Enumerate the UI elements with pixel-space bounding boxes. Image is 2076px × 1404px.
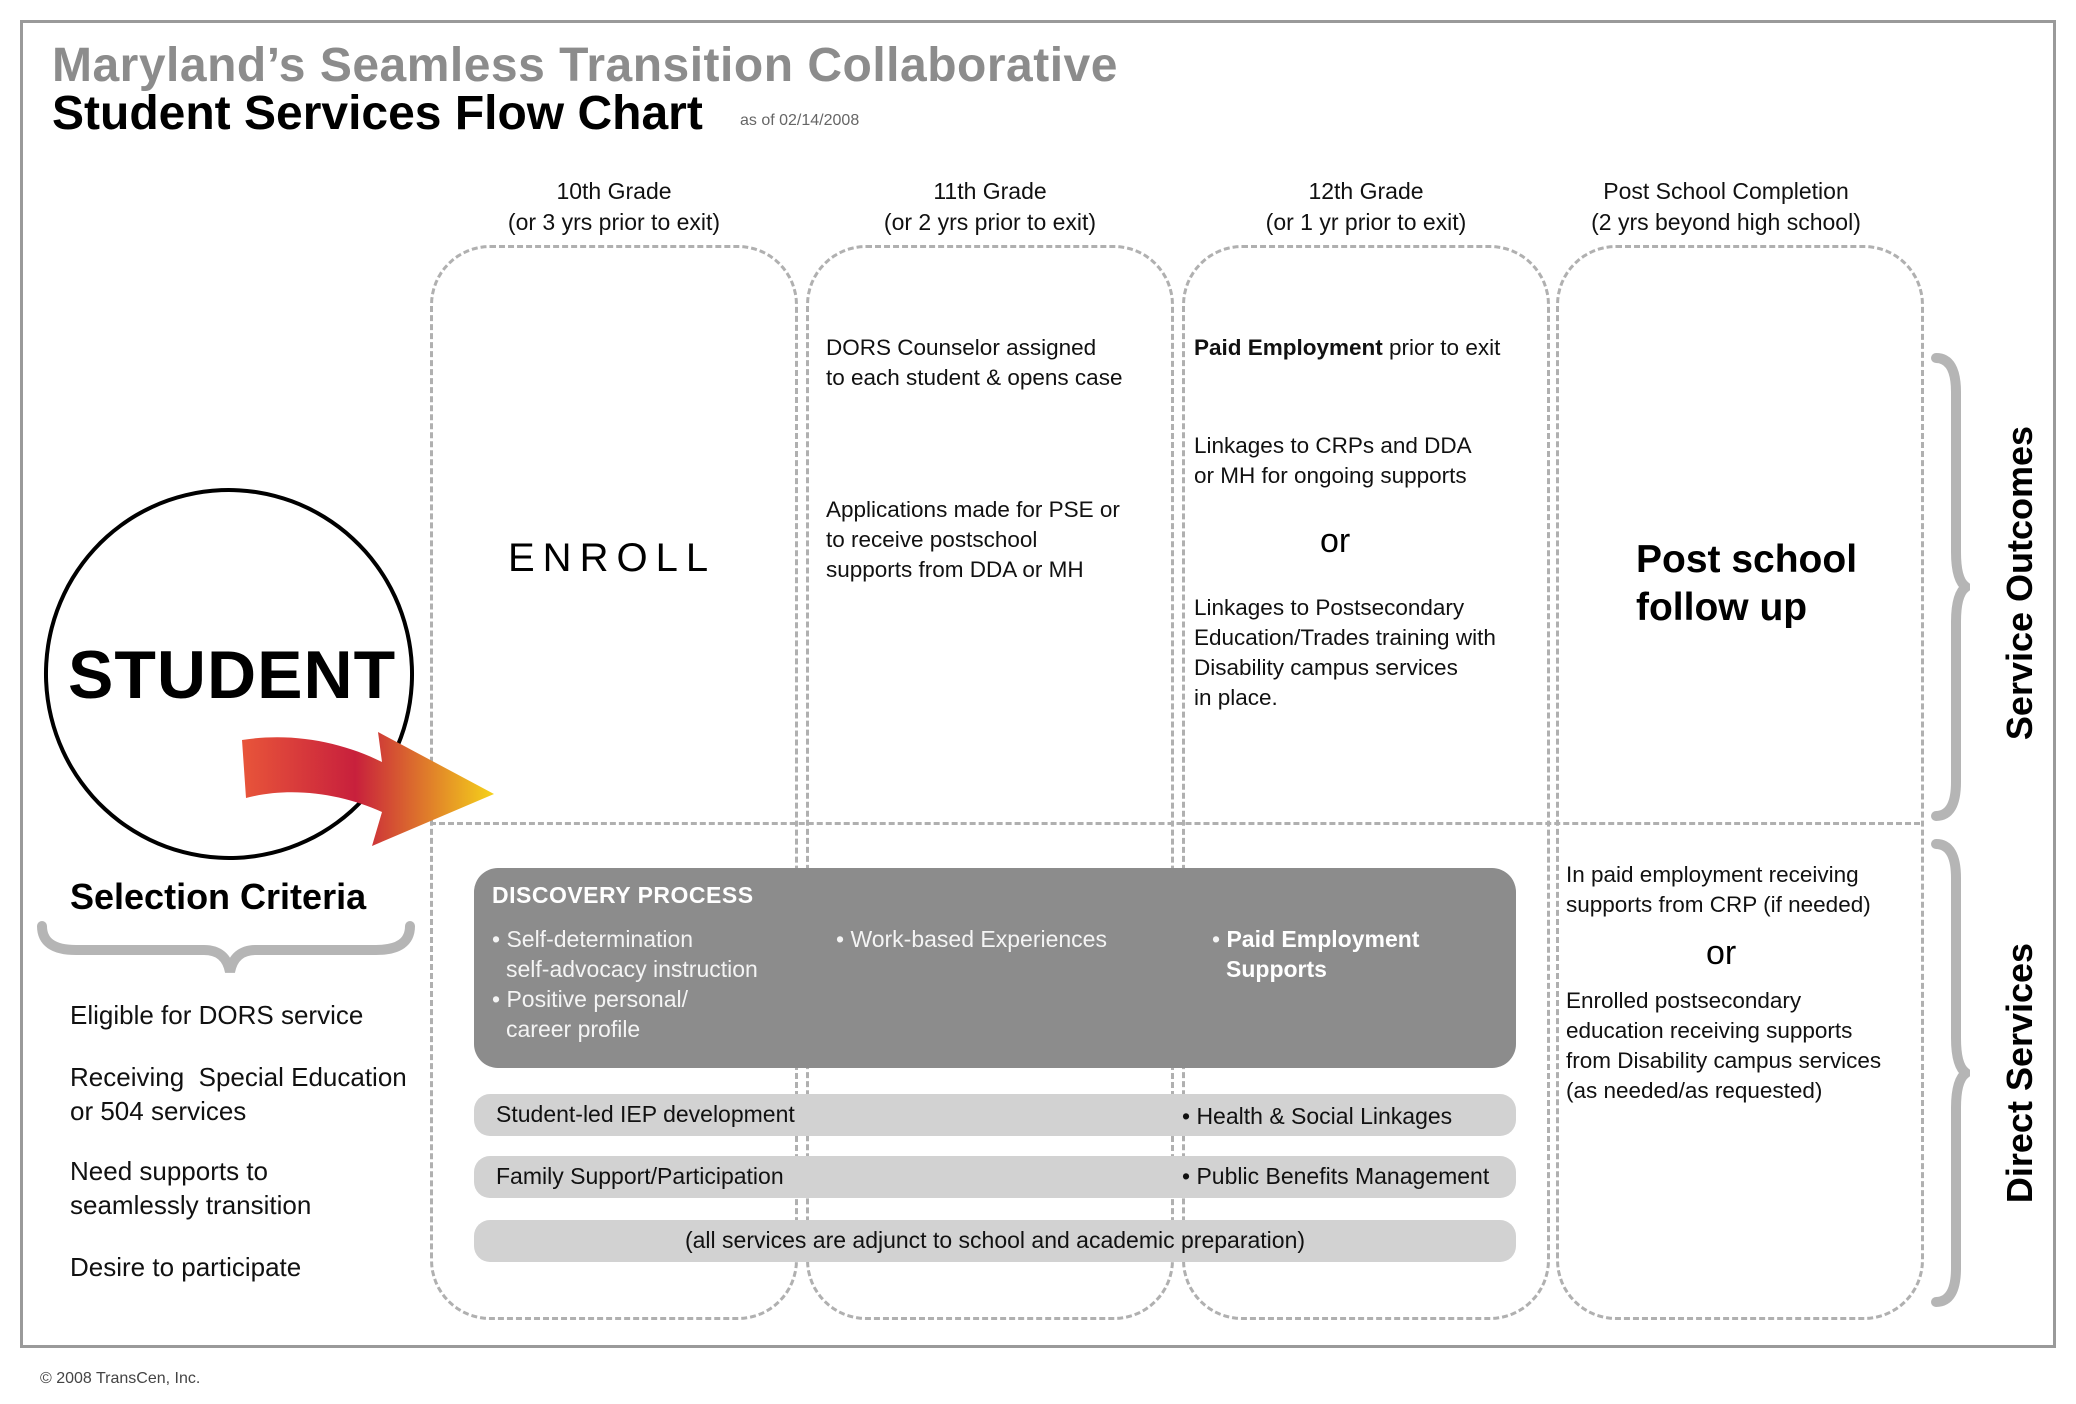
discovery-title: DISCOVERY PROCESS bbox=[492, 882, 754, 908]
service-outcomes-label: Service Outcomes bbox=[1999, 425, 2040, 741]
criterion-dors-eligible: Eligible for DORS service bbox=[70, 998, 363, 1032]
outer-frame bbox=[20, 20, 2056, 1348]
adjunct-note-label: (all services are adjunct to school and … bbox=[684, 1227, 1306, 1253]
column-sub-label: (or 2 yrs prior to exit) bbox=[883, 209, 1097, 235]
criterion-special-ed: Receiving Special Education or 504 servi… bbox=[70, 1060, 407, 1128]
text-line: seamlessly transition bbox=[70, 1190, 312, 1220]
iep-development-label: Student-led IEP development bbox=[496, 1101, 795, 1127]
text-line: (as needed/as requested) bbox=[1566, 1078, 1823, 1103]
text-line: follow up bbox=[1636, 586, 1808, 629]
text-line: supports from CRP (if needed) bbox=[1566, 892, 1871, 917]
text-line: • Positive personal/ bbox=[492, 986, 688, 1012]
column-grade-label: Post School Completion bbox=[1603, 178, 1849, 204]
paid-employment-rest: prior to exit bbox=[1382, 335, 1501, 360]
bar-iep-health: Student-led IEP development • Health & S… bbox=[474, 1094, 1516, 1136]
copyright-notice: © 2008 TransCen, Inc. bbox=[40, 1370, 201, 1387]
column-grade-label: 12th Grade bbox=[1308, 178, 1424, 204]
column-11th-grade bbox=[806, 245, 1174, 1320]
bar-family-benefits: Family Support/Participation • Public Be… bbox=[474, 1156, 1516, 1198]
selection-criteria-title: Selection Criteria bbox=[70, 876, 367, 917]
bullet: • bbox=[1212, 926, 1227, 952]
column-grade-label: 10th Grade bbox=[556, 178, 672, 204]
column-sub-label: (or 1 yr prior to exit) bbox=[1265, 209, 1467, 235]
discovery-self-determination: • Self-determination self-advocacy instr… bbox=[492, 924, 758, 1044]
post-enrolled-text: Enrolled postsecondary education receivi… bbox=[1566, 986, 1881, 1106]
text-line: supports from DDA or MH bbox=[826, 557, 1084, 582]
as-of-date: as of 02/14/2008 bbox=[740, 112, 860, 129]
text-line: or 504 services bbox=[70, 1096, 247, 1126]
family-support-label: Family Support/Participation bbox=[496, 1163, 784, 1189]
discovery-work-based: • Work-based Experiences bbox=[836, 926, 1107, 952]
linkages-crp-text: Linkages to CRPs and DDA or MH for ongoi… bbox=[1194, 431, 1472, 491]
direct-services-label: Direct Services bbox=[1999, 942, 2040, 1204]
applications-text: Applications made for PSE or to receive … bbox=[826, 495, 1120, 585]
text-line: • Self-determination bbox=[492, 926, 694, 952]
brace-icon bbox=[37, 921, 415, 974]
or-separator-post: or bbox=[1706, 934, 1737, 972]
text-line: from Disability campus services bbox=[1566, 1048, 1882, 1073]
title-collaborative: Maryland’s Seamless Transition Collabora… bbox=[52, 39, 1118, 92]
text-line: DORS Counselor assigned bbox=[826, 335, 1097, 360]
text-line: In paid employment receiving bbox=[1566, 862, 1859, 887]
column-12th-grade bbox=[1182, 245, 1550, 1320]
dors-counselor-text: DORS Counselor assigned to each student … bbox=[826, 333, 1122, 393]
text-line: self-advocacy instruction bbox=[506, 956, 758, 982]
text-line: Paid Employment bbox=[1226, 926, 1420, 952]
text-line: Disability campus services bbox=[1194, 655, 1458, 680]
text-line: in place. bbox=[1194, 685, 1278, 710]
text-line: Supports bbox=[1226, 956, 1327, 982]
column-header-11th: 11th Grade (or 2 yrs prior to exit) bbox=[806, 176, 1174, 238]
text-line: Enrolled postsecondary bbox=[1566, 988, 1802, 1013]
text-line: Need supports to bbox=[70, 1156, 269, 1186]
text-line: Receiving Special Education bbox=[70, 1062, 407, 1092]
column-header-10th: 10th Grade (or 3 yrs prior to exit) bbox=[430, 176, 798, 238]
outcomes-services-divider bbox=[430, 822, 1920, 825]
paid-employment-bold: Paid Employment bbox=[1194, 335, 1383, 360]
criterion-desire: Desire to participate bbox=[70, 1250, 301, 1284]
text-line: Desire to participate bbox=[70, 1252, 302, 1282]
discovery-process-box: DISCOVERY PROCESS • Self-determination s… bbox=[474, 868, 1516, 1068]
linkages-pse-text: Linkages to Postsecondary Education/Trad… bbox=[1194, 593, 1496, 713]
enroll-label: ENROLL bbox=[508, 536, 717, 580]
arrow-icon bbox=[242, 732, 494, 846]
column-sub-label: (2 yrs beyond high school) bbox=[1591, 209, 1861, 235]
or-separator-12th: or bbox=[1320, 522, 1351, 560]
direct-brace-icon bbox=[1931, 839, 1970, 1307]
post-paid-employment-text: In paid employment receiving supports fr… bbox=[1566, 860, 1871, 920]
student-label: STUDENT bbox=[68, 637, 397, 713]
text-line: Applications made for PSE or bbox=[826, 497, 1120, 522]
column-grade-label: 11th Grade bbox=[933, 178, 1047, 204]
text-line: education receiving supports bbox=[1566, 1018, 1853, 1043]
public-benefits-label: • Public Benefits Management bbox=[1182, 1163, 1490, 1189]
title-flow-chart: Student Services Flow Chart bbox=[52, 87, 703, 140]
criterion-need-supports: Need supports to seamlessly transition bbox=[70, 1154, 311, 1222]
text-line: career profile bbox=[506, 1016, 641, 1042]
text-line: or MH for ongoing supports bbox=[1194, 463, 1467, 488]
bar-adjunct-note: (all services are adjunct to school and … bbox=[474, 1220, 1516, 1262]
column-sub-label: (or 3 yrs prior to exit) bbox=[507, 209, 721, 235]
text-line: Linkages to Postsecondary bbox=[1194, 595, 1465, 620]
text-line: Eligible for DORS service bbox=[70, 1000, 364, 1030]
text-line: Education/Trades training with bbox=[1194, 625, 1496, 650]
post-school-follow-up: Post school follow up bbox=[1636, 536, 1857, 632]
discovery-paid-employment-supports: • Paid Employment Supports bbox=[1212, 924, 1419, 984]
outcomes-brace-icon bbox=[1931, 353, 1970, 821]
column-header-12th: 12th Grade (or 1 yr prior to exit) bbox=[1182, 176, 1550, 238]
column-post-school bbox=[1556, 245, 1924, 1320]
column-header-post-school: Post School Completion (2 yrs beyond hig… bbox=[1542, 176, 1910, 238]
health-social-label: • Health & Social Linkages bbox=[1182, 1103, 1453, 1129]
text-line: Post school bbox=[1636, 538, 1858, 581]
text-line: to receive postschool bbox=[826, 527, 1038, 552]
text-line: Linkages to CRPs and DDA bbox=[1194, 433, 1472, 458]
text-line: to each student & opens case bbox=[826, 365, 1123, 390]
paid-employment-text: Paid Employment prior to exit bbox=[1194, 333, 1500, 363]
